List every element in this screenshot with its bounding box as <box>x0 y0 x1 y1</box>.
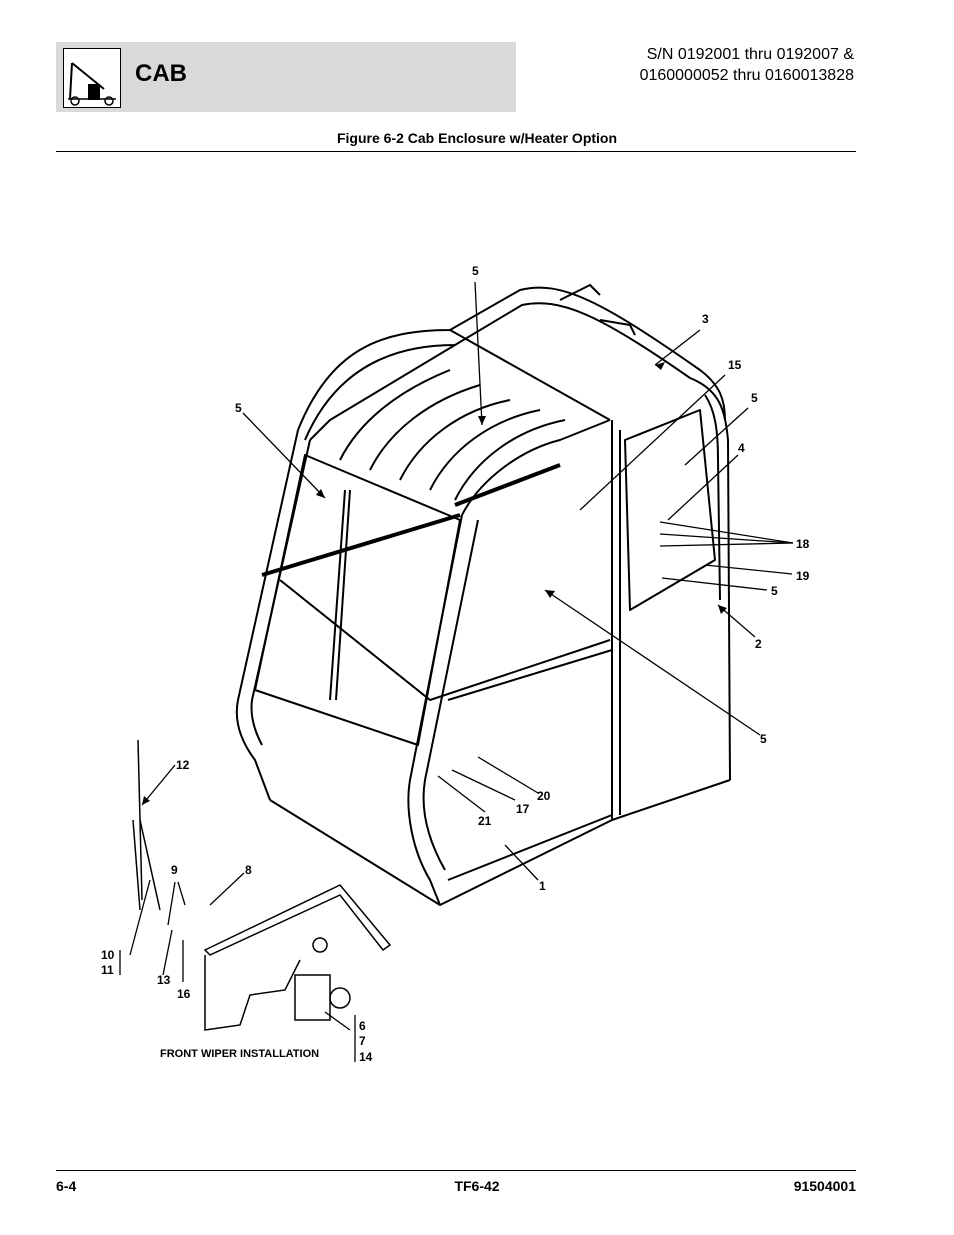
callout-16: 16 <box>177 987 191 1001</box>
figure-title: Figure 6-2 Cab Enclosure w/Heater Option <box>336 130 618 146</box>
callout-18: 18 <box>796 537 810 551</box>
callout-8: 8 <box>245 863 252 877</box>
telehandler-logo-icon <box>63 48 121 108</box>
callout-9: 9 <box>171 863 178 877</box>
callout-14: 14 <box>359 1050 373 1064</box>
callout-17: 17 <box>516 802 530 816</box>
callout-3: 3 <box>702 312 709 326</box>
callout-5-front: 5 <box>235 401 242 415</box>
callout-21: 21 <box>478 814 492 828</box>
callout-15: 15 <box>728 358 742 372</box>
callout-13: 13 <box>157 973 171 987</box>
callout-1: 1 <box>539 879 546 893</box>
callout-5-roof: 5 <box>472 264 479 278</box>
callout-4: 4 <box>738 441 745 455</box>
header-rule <box>56 151 856 152</box>
callout-12: 12 <box>176 758 190 772</box>
serial-line-1: S/N 0192001 thru 0192007 & <box>646 46 854 63</box>
callout-11: 11 <box>101 963 114 977</box>
callout-10: 10 <box>101 948 115 962</box>
inset-caption: FRONT WIPER INSTALLATION <box>160 1048 319 1060</box>
document-number: 91504001 <box>793 1178 856 1194</box>
header-band <box>56 42 516 112</box>
serial-line-2: 0160000052 thru 0160013828 <box>639 67 854 84</box>
section-title: CAB <box>135 60 187 87</box>
callout-5-lower: 5 <box>760 732 767 746</box>
callout-19: 19 <box>796 569 810 583</box>
callout-5-side: 5 <box>771 584 778 598</box>
callout-5-rear: 5 <box>751 391 758 405</box>
callout-20: 20 <box>537 789 551 803</box>
footer-rule <box>56 1170 856 1171</box>
serial-numbers: S/N 0192001 thru 0192007 & 0160000052 th… <box>640 44 854 86</box>
callout-7: 7 <box>359 1034 366 1048</box>
figure-code: TF6-42 <box>454 1178 500 1194</box>
page-number: 6-4 <box>56 1178 77 1194</box>
callout-6: 6 <box>359 1019 366 1033</box>
callout-2: 2 <box>755 637 762 651</box>
